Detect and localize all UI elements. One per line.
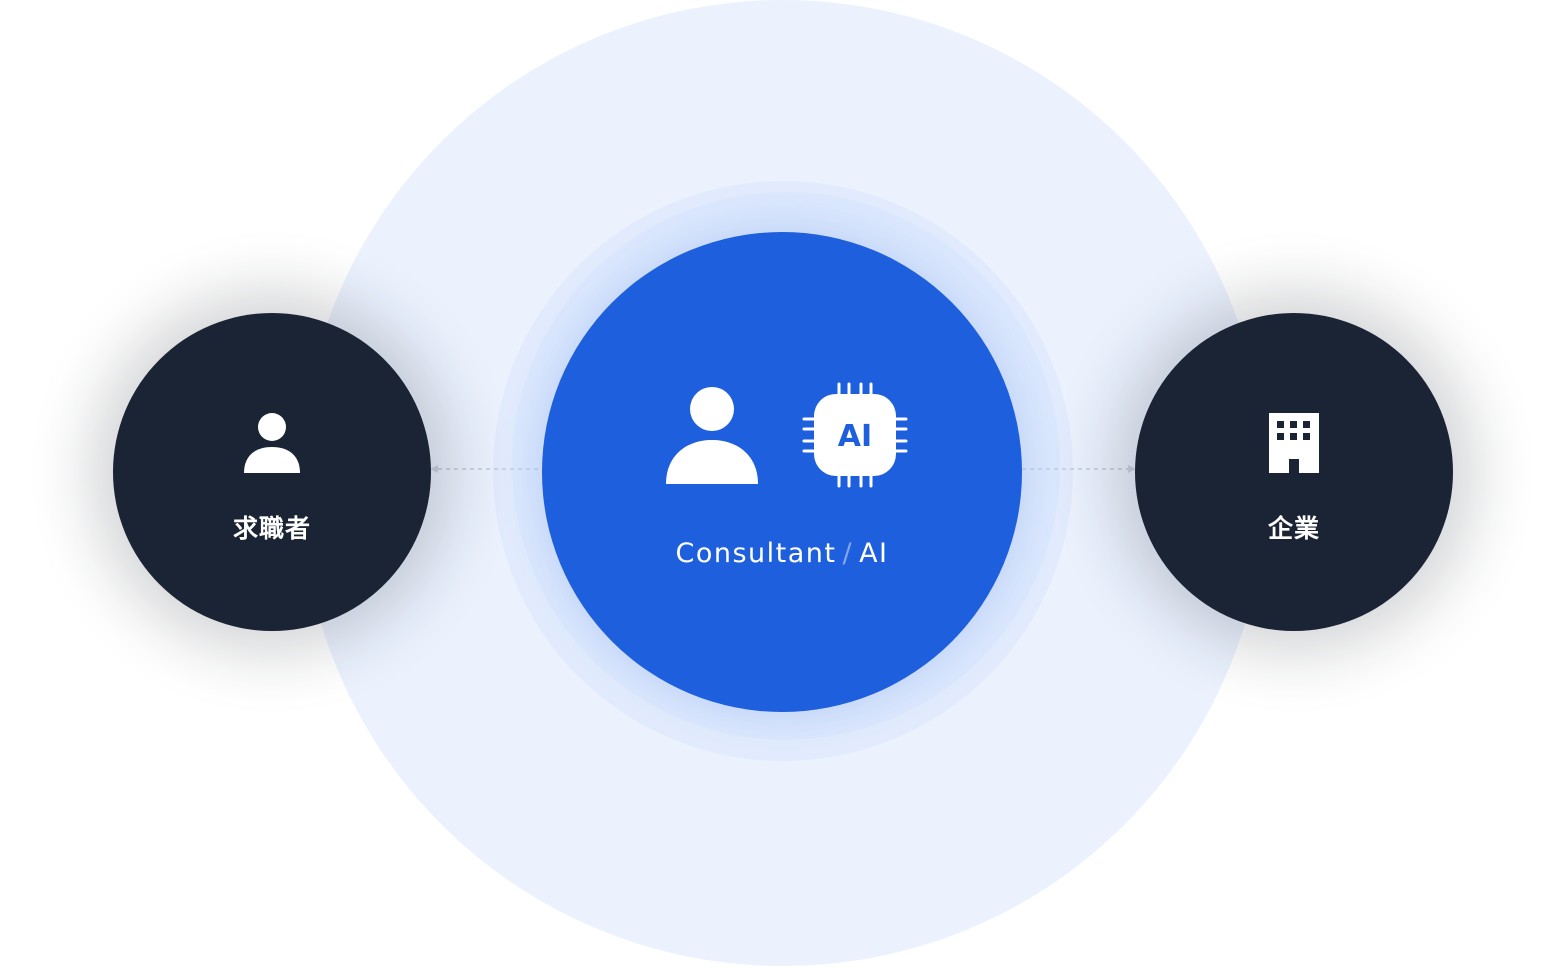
company-node: 企業: [1135, 313, 1453, 631]
label-separator: /: [842, 538, 854, 569]
person-icon: [244, 413, 300, 473]
center-label: Consultant/AI: [542, 538, 1022, 569]
company-label: 企業: [1267, 514, 1320, 543]
job-seeker-node: 求職者: [113, 313, 431, 631]
ai-chip-text: AI: [838, 419, 872, 454]
connector-left: [430, 465, 542, 473]
connector-right: [1022, 465, 1136, 473]
ai-label: AI: [859, 538, 889, 569]
ai-chip-icon: AI: [802, 382, 908, 488]
consultant-label: Consultant: [675, 538, 837, 569]
job-seeker-label: 求職者: [232, 514, 311, 543]
consultant-ai-node: [542, 232, 1022, 712]
building-icon: [1269, 413, 1319, 473]
person-icon: [666, 387, 758, 484]
